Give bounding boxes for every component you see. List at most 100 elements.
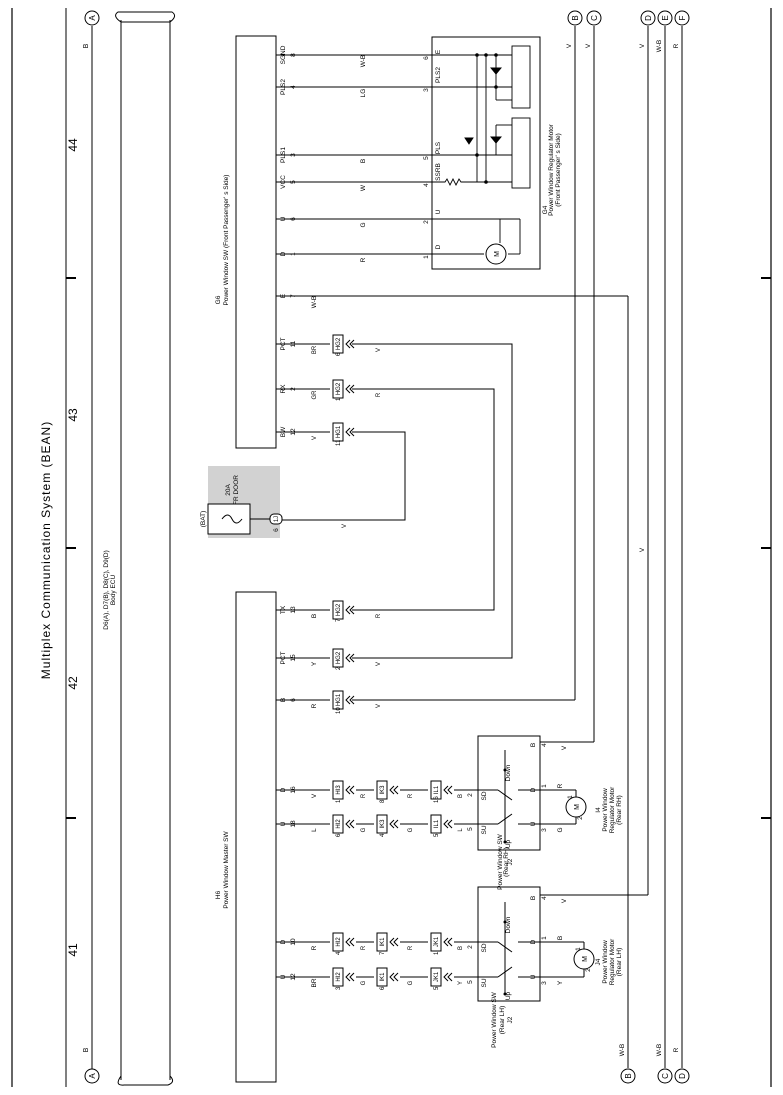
bottom-marker-d: D (678, 1073, 687, 1079)
right-wire-d-color-lower: V (639, 547, 646, 552)
conn-lh-d2-id: IK1 (380, 937, 386, 947)
conn-rh-d3-pin: 16 (434, 796, 440, 803)
wire-u-color: G (360, 222, 367, 227)
conn-lh-d1-id: HI2 (336, 937, 342, 947)
page-number-43: 43 (66, 408, 80, 422)
conn-rh-d1-wire: R (361, 793, 367, 798)
j4-code: J4 (595, 958, 602, 965)
j2-rh-box (477, 735, 541, 851)
page-number-42: 42 (66, 676, 80, 690)
h6-b-wire: R (311, 703, 318, 708)
j2-lh-terminal-b: B (530, 896, 537, 900)
j2-rh-b-wire: V (561, 745, 568, 750)
conn-rh-u1-pin: 6 (336, 833, 342, 837)
j2-rh-switch (478, 741, 594, 842)
bus-a-top-label: B (83, 43, 90, 48)
j4-side: (Rear LH) (616, 948, 623, 977)
conn-h6-b-wire: V (376, 704, 382, 708)
conn-h6-tx-pin: 7 (336, 618, 342, 622)
g4-motor-icon (485, 243, 507, 265)
g4-junction-dots (475, 53, 498, 184)
left-bus-a (84, 10, 100, 1084)
g4-pin-d: 1 (423, 255, 430, 259)
g4-box (431, 36, 541, 270)
right-wire-b-color: V (566, 43, 573, 48)
j2-lh-up-label: Up (505, 991, 512, 1000)
j2-rh-pin-u: 3 (541, 828, 548, 832)
conn-h6-tx-wire: R (376, 613, 382, 618)
conn-lh-d3-pin: 1 (434, 951, 440, 955)
g4-terminal-pls2: PLS2 (435, 67, 442, 83)
bottom-marker-b: B (624, 1073, 633, 1078)
h6-u-rh-wire: L (311, 828, 318, 832)
conn-h6-pct-pin: 2 (336, 666, 342, 670)
conn-g6-bw-wire: V (342, 524, 348, 528)
j2-lh-b-wire: V (561, 898, 568, 903)
g6-rx-wire-color: GR (312, 390, 318, 400)
wire-sgnd-color: W-B (360, 55, 367, 68)
conn-rh-u3-id: IL1 (434, 819, 440, 828)
conn-g6-pct-wire: V (376, 348, 382, 352)
h6-box (235, 591, 277, 1083)
bus-a-bottom-marker: A (88, 1073, 97, 1079)
g4-code: G4 (542, 205, 549, 214)
conn-lh-u2-wire: G (408, 980, 414, 985)
page-number-41: 41 (66, 943, 80, 957)
i4-motor-label: M (574, 804, 581, 810)
h6-pin-pct: 15 (290, 654, 297, 662)
j2-lh-name: Power Window SW (491, 991, 498, 1047)
conn-lh-d1-wire: R (361, 945, 367, 950)
j2-lh-terminal-su: SU (481, 978, 488, 987)
g4-terminal-e: E (435, 49, 442, 54)
connector-chevrons (345, 339, 453, 982)
j2-lh-pin-sd: 2 (467, 945, 474, 949)
g4-terminal-ssrb: SSRB (435, 163, 442, 181)
j2-lh-u-wire: Y (557, 980, 564, 985)
fuse-connector: 1J (274, 516, 280, 522)
conn-g6-rx-id: HG2 (336, 382, 342, 395)
j2-lh-code: J2 (507, 1016, 514, 1023)
h6-pin-tx: 13 (290, 606, 297, 614)
g6-name: Power Window SW (Front Passenger' s Side… (223, 175, 230, 306)
g4-pin-pls2: 3 (423, 88, 430, 92)
wire-vcc-color: W (360, 184, 367, 191)
j2-lh-side: (Rear LH) (499, 1006, 506, 1035)
conn-h6-pct-id: HG2 (336, 651, 342, 664)
h6-code: H6 (215, 890, 222, 899)
j2-lh-down-label: Down (505, 916, 512, 933)
g6-g4-wires (276, 54, 432, 255)
right-wire-e-color: W-B (656, 40, 663, 53)
conn-lh-d2-wire: R (408, 945, 414, 950)
h6-terminal-b: B (280, 698, 287, 702)
i4-motor-icon (565, 796, 587, 818)
h6-d-rh-wire: V (311, 793, 318, 798)
j4-pin-2: 2 (585, 968, 592, 972)
conn-h6-b-id: HG1 (336, 693, 342, 706)
fuse-pin: 6 (273, 528, 280, 532)
j2-lh-switch (478, 894, 648, 994)
fuse-rating: 20A (225, 484, 232, 496)
j4-motor-icon (573, 948, 595, 970)
g4-internal-circuit (432, 45, 531, 255)
right-wire-d-color: V (639, 43, 646, 48)
j2-rh-up-label: Up (505, 839, 512, 848)
conn-h6-pct-wire: V (376, 662, 382, 666)
j2-rh-u-wire: G (557, 827, 564, 832)
h6-pct-wire: Y (311, 661, 318, 666)
wire-pls1-color: B (360, 159, 367, 163)
g4-pin-pls: 5 (423, 156, 430, 160)
wire-d-color: R (360, 257, 367, 262)
j2-rh-side: (Rear RH) (503, 847, 510, 877)
conn-lh-u1-pin: 3 (336, 986, 342, 990)
bottom-wire-b-color: W-B (619, 1044, 626, 1057)
g4-pin-ssrb: 4 (423, 183, 430, 187)
g4-name: Power Window Regulator Motor (548, 123, 555, 216)
conn-g6-bw-id: HG1 (336, 425, 342, 438)
conn-g6-pct-pin: 6 (336, 352, 342, 356)
h6-name: Power Window Master SW (223, 830, 230, 908)
j4-motor-label: M (582, 956, 589, 962)
conn-rh-d3-id: IL1 (434, 785, 440, 794)
j2-lh-pin-u: 3 (541, 981, 548, 985)
bottom-wire-c-color: W-B (656, 1044, 663, 1057)
